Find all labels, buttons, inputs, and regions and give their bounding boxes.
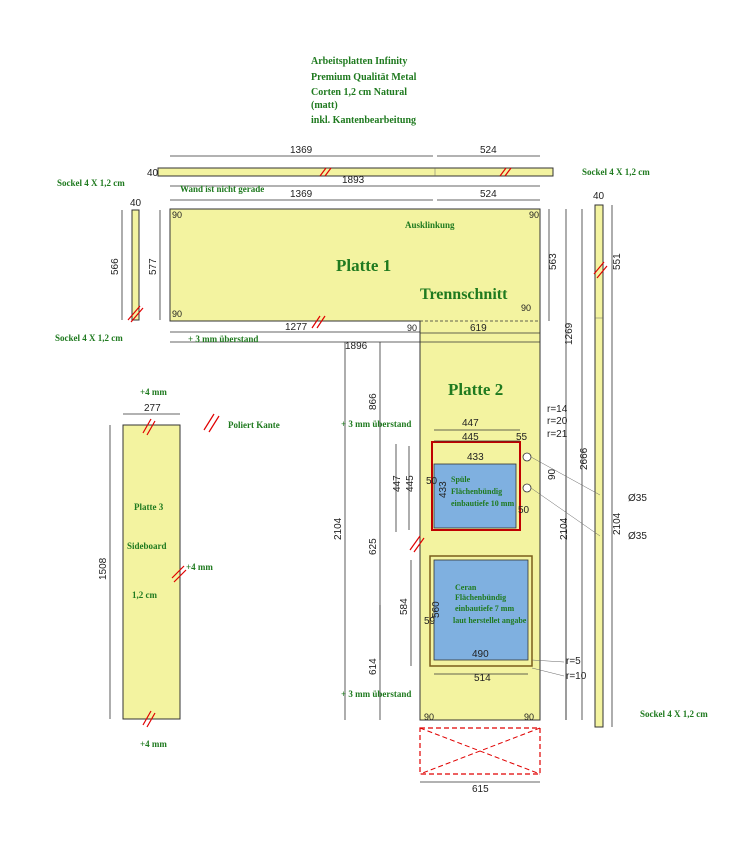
sockel-label-left-bottom: Sockel 4 X 1,2 cm [55, 333, 123, 343]
corner-90-tl: 90 [172, 210, 182, 220]
corner-90-bottom-left: 90 [424, 712, 434, 722]
dim-615: 615 [472, 784, 489, 795]
dashed-frame-bottom [419, 727, 541, 775]
header-line-1: Arbeitsplatten Infinity [311, 56, 407, 67]
dim-866: 866 [368, 393, 379, 410]
ceran-cutout [433, 559, 529, 661]
dim-514: 514 [474, 673, 491, 684]
wand-label: Wand ist nicht gerade [180, 184, 264, 194]
ceran-label-2: Flächenbündig [455, 593, 506, 602]
dim-524-second: 524 [480, 189, 497, 200]
ueberstand-label-bottom: + 3 mm überstand [341, 689, 411, 699]
dim-50-right: 50 [518, 505, 530, 516]
corner-90-bl: 90 [172, 309, 182, 319]
dim-447-vertical: 447 [392, 475, 403, 492]
dim-r21: r=21 [547, 429, 568, 440]
spuele-label-3: einbautiefe 10 mm [451, 499, 514, 508]
dim-r10: r=10 [566, 671, 587, 682]
dim-o35-upper: Ø35 [628, 493, 647, 504]
platte-3-label: Platte 3 [134, 502, 164, 512]
spuele-label-2: Flächenbündig [451, 487, 502, 496]
dim-566: 566 [110, 258, 121, 275]
dim-563: 563 [548, 253, 559, 270]
dim-2104-right-outer: 2104 [612, 512, 623, 535]
dim-277: 277 [144, 403, 161, 414]
corner-90-tr: 90 [529, 210, 539, 220]
thickness-label: 1,2 cm [132, 590, 157, 600]
dim-433-horizontal: 433 [467, 452, 484, 463]
dim-1508: 1508 [98, 557, 109, 580]
poliert-kante-label: Poliert Kante [228, 420, 280, 430]
dim-2104-right-inner: 2104 [559, 517, 570, 540]
ceran-label-1: Ceran [455, 583, 477, 592]
dim-40-left: 40 [130, 198, 142, 209]
sockel-right-strip [594, 204, 604, 728]
tap-hole-lower [522, 483, 532, 493]
dim-40-right: 40 [593, 191, 605, 202]
sockel-left-strip [131, 209, 140, 321]
ceran-label-3: einbautiefe 7 mm [455, 604, 514, 613]
dim-r5: r=5 [566, 656, 581, 667]
dim-1369-second: 1369 [290, 189, 313, 200]
dim-2104-left: 2104 [333, 517, 344, 540]
ueberstand-label-middle: + 3 mm überstand [341, 419, 411, 429]
trennschnitt-label: Trennschnitt [420, 286, 508, 303]
dim-55: 55 [516, 432, 528, 443]
corner-90-trennschnitt: 90 [521, 303, 531, 313]
dim-584: 584 [399, 598, 410, 615]
dim-1369-top: 1369 [290, 145, 313, 156]
plus4-right: +4 mm [186, 562, 213, 572]
dim-447: 447 [462, 418, 479, 429]
dim-560: 560 [431, 601, 442, 618]
spuele-label-1: Spüle [451, 475, 471, 484]
dim-619: 619 [470, 323, 487, 334]
dim-90-tap: 90 [547, 468, 558, 480]
dim-r14: r=14 [547, 404, 568, 415]
dim-1269: 1269 [564, 322, 575, 345]
dim-445: 445 [462, 432, 479, 443]
header-line-5: inkl. Kantenbearbeitung [311, 115, 416, 126]
plus4-bottom: +4 mm [140, 739, 167, 749]
ausklinkung-label: Ausklinkung [405, 220, 455, 230]
dim-524-top: 524 [480, 145, 497, 156]
plus4-top: +4 mm [140, 387, 167, 397]
sockel-label-bottom-right: Sockel 4 X 1,2 cm [640, 709, 708, 719]
sideboard-label: Sideboard [127, 541, 167, 551]
corner-90-inner: 90 [407, 323, 417, 333]
dim-40-top: 40 [147, 168, 159, 179]
platte-2-label: Platte 2 [448, 380, 503, 399]
dim-433-vertical: 433 [438, 481, 449, 498]
dim-1277: 1277 [285, 322, 308, 333]
dim-577: 577 [148, 258, 159, 275]
dim-1896: 1896 [345, 341, 368, 352]
dim-614: 614 [368, 658, 379, 675]
corner-90-bottom-right: 90 [524, 712, 534, 722]
dim-o35-lower: Ø35 [628, 531, 647, 542]
header-line-3: Corten 1,2 cm Natural [311, 87, 407, 98]
dim-551: 551 [612, 253, 623, 270]
dim-r20: r=20 [547, 416, 568, 427]
platte-1-label: Platte 1 [336, 256, 391, 275]
header-line-4: (matt) [311, 100, 338, 111]
dim-625: 625 [368, 538, 379, 555]
dim-490: 490 [472, 649, 489, 660]
dim-1893: 1893 [342, 175, 365, 186]
ceran-label-4: laut herstellet angabe [453, 616, 527, 625]
ueberstand-label-top: + 3 mm überstand [188, 334, 258, 344]
dim-445-vertical: 445 [405, 475, 416, 492]
sockel-top-strip [157, 167, 554, 177]
dim-2666: 2666 [579, 447, 590, 470]
tap-hole-upper [522, 452, 532, 462]
spuele-cutout [433, 463, 517, 529]
poliert-kante-symbol [203, 413, 215, 431]
platte-3-slab [122, 424, 181, 720]
sockel-label-top-right: Sockel 4 X 1,2 cm [582, 167, 650, 177]
sockel-label-top-left: Sockel 4 X 1,2 cm [57, 178, 125, 188]
dim-59: 59 [424, 616, 436, 627]
dim-50-left: 50 [426, 476, 438, 487]
header-line-2: Premium Qualität Metal [311, 72, 417, 83]
